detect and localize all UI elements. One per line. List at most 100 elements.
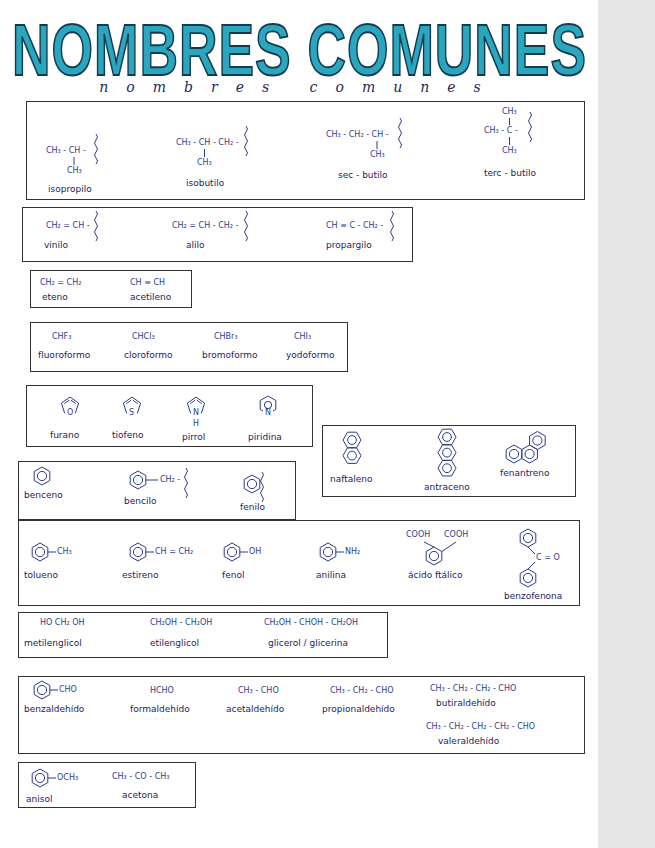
attachment-squiggle (529, 112, 532, 142)
compound-name: acetona (122, 790, 158, 801)
formula: CH₂ = CH - (46, 221, 90, 231)
attachment-squiggle (95, 211, 98, 241)
formula: COOH (444, 530, 468, 540)
formula: CH ≡ CH (130, 278, 165, 288)
bond-line (48, 778, 56, 779)
atom-symbol: N (265, 408, 271, 418)
formula: CH = CH₂ (155, 547, 193, 557)
benzene-ring (32, 543, 48, 561)
compound-name: vinilo (44, 240, 68, 251)
attachment-squiggle (245, 126, 248, 156)
note-box: HO CH₂ OHmetilenglicolCH₂OH - CH₂OHetile… (18, 612, 388, 658)
compound-name: benzofenona (504, 591, 562, 602)
compound-name: fenol (222, 570, 244, 581)
benzene-ring (438, 460, 456, 476)
formula: CH ≡ C - CH₂ - (326, 221, 383, 231)
bond-line (50, 690, 58, 691)
attachment-squiggle (245, 211, 248, 241)
compound-name: propionaldehído (322, 704, 395, 715)
compound-name: tiofeno (112, 430, 143, 441)
note-box: naftalenoantracenofenantreno (322, 425, 576, 497)
bond-line (528, 547, 535, 554)
compound-name: tolueno (24, 570, 58, 581)
formula: CH₃ - CH₂ - CHO (330, 686, 393, 696)
attachment-squiggle (95, 134, 98, 164)
note-box: OfuranoStiofenoNHpirrolNpiridina (26, 385, 313, 447)
compound-name: valeraldehído (438, 736, 499, 747)
compound-name: ácido ftálico (408, 570, 463, 581)
compound-name: isopropilo (48, 184, 92, 195)
benzene-ring (438, 445, 456, 461)
bond-line (74, 157, 75, 165)
formula: CH₃ - CH - (46, 146, 86, 156)
compound-name: acetileno (130, 292, 171, 303)
formula: CH₃ - C - (484, 126, 518, 136)
compound-name: acetaldehído (226, 704, 284, 715)
benzene-ring (130, 543, 146, 561)
bond-line (240, 552, 248, 553)
formula: OCH₃ (57, 773, 78, 783)
compound-name: fluoroformo (38, 350, 90, 361)
formula: CH₃ (67, 166, 82, 176)
note-box: CH₃ - CH - CH₃ isopropilo CH₃ - CH - CH₂ - C… (26, 101, 585, 200)
compound-name: fenantreno (500, 468, 549, 479)
atom-symbol: S (129, 408, 134, 418)
benzene-ring (244, 475, 260, 493)
bond-line (509, 118, 510, 125)
benzene-ring (34, 681, 50, 699)
bond-line (377, 141, 378, 149)
formula: CH₃ - CO - CH₃ (112, 772, 169, 782)
compound-name: piridina (248, 432, 282, 443)
note-box: OCH₃ anisol CH₃ - CO - CH₃ acetona (18, 762, 196, 808)
formula: CH₂ - (160, 475, 180, 485)
compound-name: anisol (26, 794, 52, 805)
formula: CH₃ - CHO (238, 686, 279, 696)
benzene-ring (320, 543, 336, 561)
compound-name: fenilo (240, 502, 265, 513)
formula: CHO (59, 685, 77, 695)
compound-name: butiraldehído (436, 698, 496, 709)
note-box: CHF₃fluoroformoCHCl₃cloroformoCHBr₃bromo… (30, 322, 348, 372)
formula: CH₃ (502, 107, 517, 117)
bond-line (336, 552, 344, 553)
bond-line (424, 542, 434, 547)
compound-name: metilenglicol (24, 638, 82, 649)
formula: CH₂ = CH - CH₂ - (172, 221, 238, 231)
compound-name: anilina (316, 570, 346, 581)
compound-name: yodoformo (286, 350, 335, 361)
bond-line (442, 542, 456, 552)
compound-name: pirrol (182, 432, 205, 443)
benzene-ring (506, 445, 522, 463)
formula: CHF₃ (52, 332, 71, 342)
formula: C = O (536, 553, 560, 563)
formula: CHBr₃ (214, 332, 238, 342)
formula: CHCl₃ (132, 332, 155, 342)
compound-name: alilo (186, 240, 205, 251)
compound-name: sec - butilo (338, 170, 388, 181)
note-box: CH₃toluenoCH = CH₂estirenoOHfenolNH₂anil… (18, 520, 580, 606)
compound-name: eteno (42, 292, 68, 303)
benzene-ring (530, 432, 546, 450)
page-title: NOMBRES COMUNES (12, 14, 587, 87)
formula: HO CH₂ OH (40, 618, 85, 628)
benzene-ring (520, 529, 536, 547)
bond-line (204, 149, 205, 157)
compound-name: glicerol / glicerina (268, 638, 348, 649)
compound-name: formaldehído (130, 704, 190, 715)
note-box: bencenoCH₂ -bencilofenilo (18, 461, 296, 520)
benzene-ring (426, 547, 442, 565)
compound-name: bromoformo (202, 350, 258, 361)
formula: CH₃ (502, 146, 517, 156)
formula: CH₃ (197, 158, 212, 168)
atom-symbol: O (67, 408, 73, 418)
attachment-squiggle (185, 468, 188, 498)
compound-name: terc - butilo (484, 168, 536, 179)
atom-symbol: N (193, 408, 199, 418)
formula: CH₃ - CH - CH₂ - (176, 138, 239, 148)
benzene-ring (343, 432, 361, 448)
formula: CH₂ = CH₂ (40, 278, 81, 288)
attachment-squiggle (391, 211, 394, 241)
bond-line (48, 552, 56, 553)
handwritten-subtitle: nombres comunes (99, 80, 498, 95)
